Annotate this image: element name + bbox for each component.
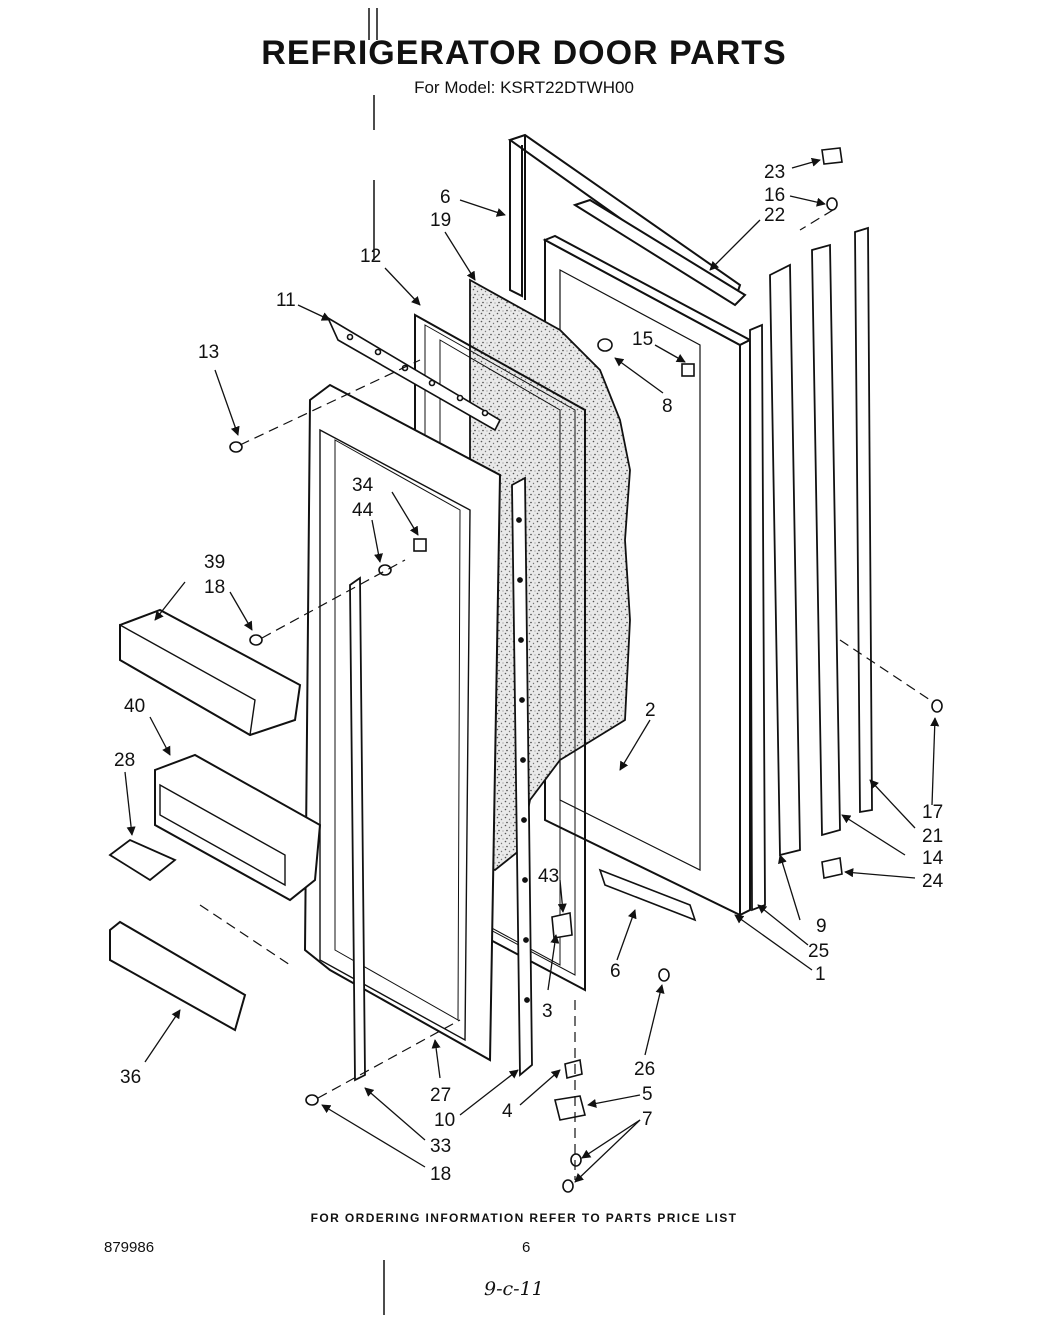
- callout-26: 26: [634, 1059, 655, 1080]
- page-title: REFRIGERATOR DOOR PARTS: [261, 34, 787, 72]
- callout-8: 8: [662, 396, 673, 417]
- gasket-retainer-strip: [326, 316, 502, 432]
- callout-6-top: 6: [440, 187, 451, 208]
- callout-44: 44: [352, 500, 374, 521]
- dashed-assembly-lines: [199, 209, 931, 1180]
- callout-25: 25: [808, 941, 829, 962]
- callout-34: 34: [352, 475, 374, 496]
- callout-11: 11: [276, 290, 296, 311]
- dairy-compartment-40: [154, 753, 322, 902]
- callout-39: 39: [204, 552, 225, 573]
- callout-16: 16: [764, 185, 785, 206]
- foam-insulation: [469, 278, 631, 872]
- callout-2: 2: [645, 700, 656, 721]
- callout-6-bottom: 6: [610, 961, 621, 982]
- callout-17: 17: [922, 802, 943, 823]
- trim-strip-10: [511, 476, 533, 1077]
- ordering-info-footer: FOR ORDERING INFORMATION REFER TO PARTS …: [310, 1211, 738, 1225]
- trim-strip-33: [349, 576, 366, 1082]
- callout-14: 14: [922, 848, 944, 869]
- door-trim-36: [109, 920, 247, 1032]
- callout-19: 19: [430, 210, 451, 231]
- callout-4: 4: [502, 1101, 513, 1122]
- document-number: 879986: [104, 1239, 155, 1256]
- callout-28: 28: [114, 750, 135, 771]
- hinge-parts: [551, 147, 843, 1121]
- screws: [229, 197, 943, 1193]
- callout-5: 5: [642, 1084, 653, 1105]
- callout-15: 15: [632, 329, 653, 350]
- callout-27: 27: [430, 1085, 451, 1106]
- callout-13: 13: [198, 342, 219, 363]
- door-frame-top: [507, 133, 747, 307]
- callout-9: 9: [816, 916, 827, 937]
- handwritten-note: 9-c-11: [484, 1278, 544, 1300]
- scan-artifact-lines: [368, 8, 385, 1315]
- callout-3: 3: [542, 1001, 553, 1022]
- callout-21: 21: [922, 826, 943, 847]
- callout-12: 12: [360, 246, 381, 267]
- callout-23: 23: [764, 162, 785, 183]
- callout-18-bottom: 18: [430, 1164, 451, 1185]
- callout-22: 22: [764, 205, 785, 226]
- dairy-door-28: [108, 838, 177, 882]
- callout-40: 40: [124, 696, 145, 717]
- callout-18-top: 18: [204, 577, 225, 598]
- callout-24: 24: [922, 871, 944, 892]
- callout-labels: 23 16 22 6 19 12 11 13 15 8 34 44 39 18 …: [114, 162, 944, 1185]
- callout-1: 1: [815, 964, 826, 985]
- model-subtitle: For Model: KSRT22DTWH00: [414, 78, 634, 97]
- inner-door-liner: [303, 383, 502, 1062]
- page-number: 6: [522, 1239, 531, 1256]
- side-trim-parts: [749, 226, 873, 912]
- callout-10: 10: [434, 1110, 455, 1131]
- door-shelf-39: [119, 608, 302, 737]
- callout-36: 36: [120, 1067, 141, 1088]
- callout-7: 7: [642, 1109, 653, 1130]
- leader-arrows: [124, 157, 940, 1183]
- callout-33: 33: [430, 1136, 451, 1157]
- callout-43: 43: [538, 866, 559, 887]
